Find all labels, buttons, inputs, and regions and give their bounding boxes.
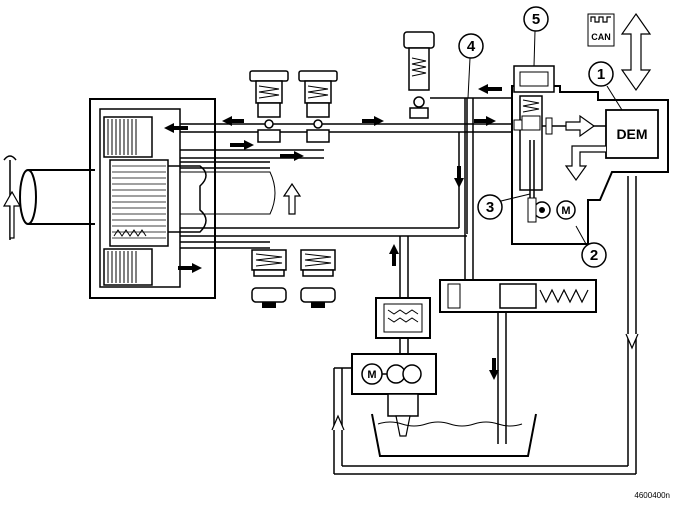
pressure-accumulator bbox=[439, 279, 597, 444]
callout-1-label: 1 bbox=[597, 66, 605, 83]
callout-3-label: 3 bbox=[486, 199, 494, 216]
can-label: CAN bbox=[591, 32, 611, 42]
return-flow-arrows bbox=[282, 182, 639, 431]
valve-motor: M bbox=[556, 200, 576, 220]
return-lines bbox=[333, 176, 637, 475]
callout-5-label: 5 bbox=[532, 11, 540, 28]
solenoid-valve-bottom-2 bbox=[300, 249, 336, 308]
can-signal-arrow-icon bbox=[620, 12, 652, 92]
pressure-relief-valve bbox=[403, 31, 435, 119]
flow-arrows bbox=[164, 84, 502, 380]
solenoid-valve-bottom-1 bbox=[251, 249, 287, 308]
valve-motor-label: M bbox=[561, 205, 570, 217]
figure-reference: 4600400n bbox=[634, 491, 670, 500]
dem-label: DEM bbox=[616, 126, 647, 142]
can-bus-icon bbox=[587, 13, 615, 47]
oil-pump bbox=[351, 338, 437, 437]
oil-filter bbox=[375, 297, 431, 339]
input-shaft bbox=[2, 155, 95, 240]
oil-reservoir bbox=[371, 413, 537, 457]
pump-motor-label: M bbox=[367, 369, 376, 381]
callout-1: 1 bbox=[588, 61, 623, 111]
pump-motor: M bbox=[361, 363, 387, 385]
solenoid-valve-top-1 bbox=[249, 70, 289, 143]
callout-4-label: 4 bbox=[467, 38, 476, 55]
callout-5: 5 bbox=[523, 6, 549, 67]
callout-2-label: 2 bbox=[590, 247, 598, 264]
valve-block bbox=[511, 65, 669, 245]
hydraulic-lines bbox=[180, 97, 514, 298]
callout-2: 2 bbox=[575, 225, 607, 268]
callout-4: 4 bbox=[458, 33, 484, 99]
callout-3: 3 bbox=[477, 193, 531, 220]
solenoid-valve-top-2 bbox=[298, 70, 338, 143]
